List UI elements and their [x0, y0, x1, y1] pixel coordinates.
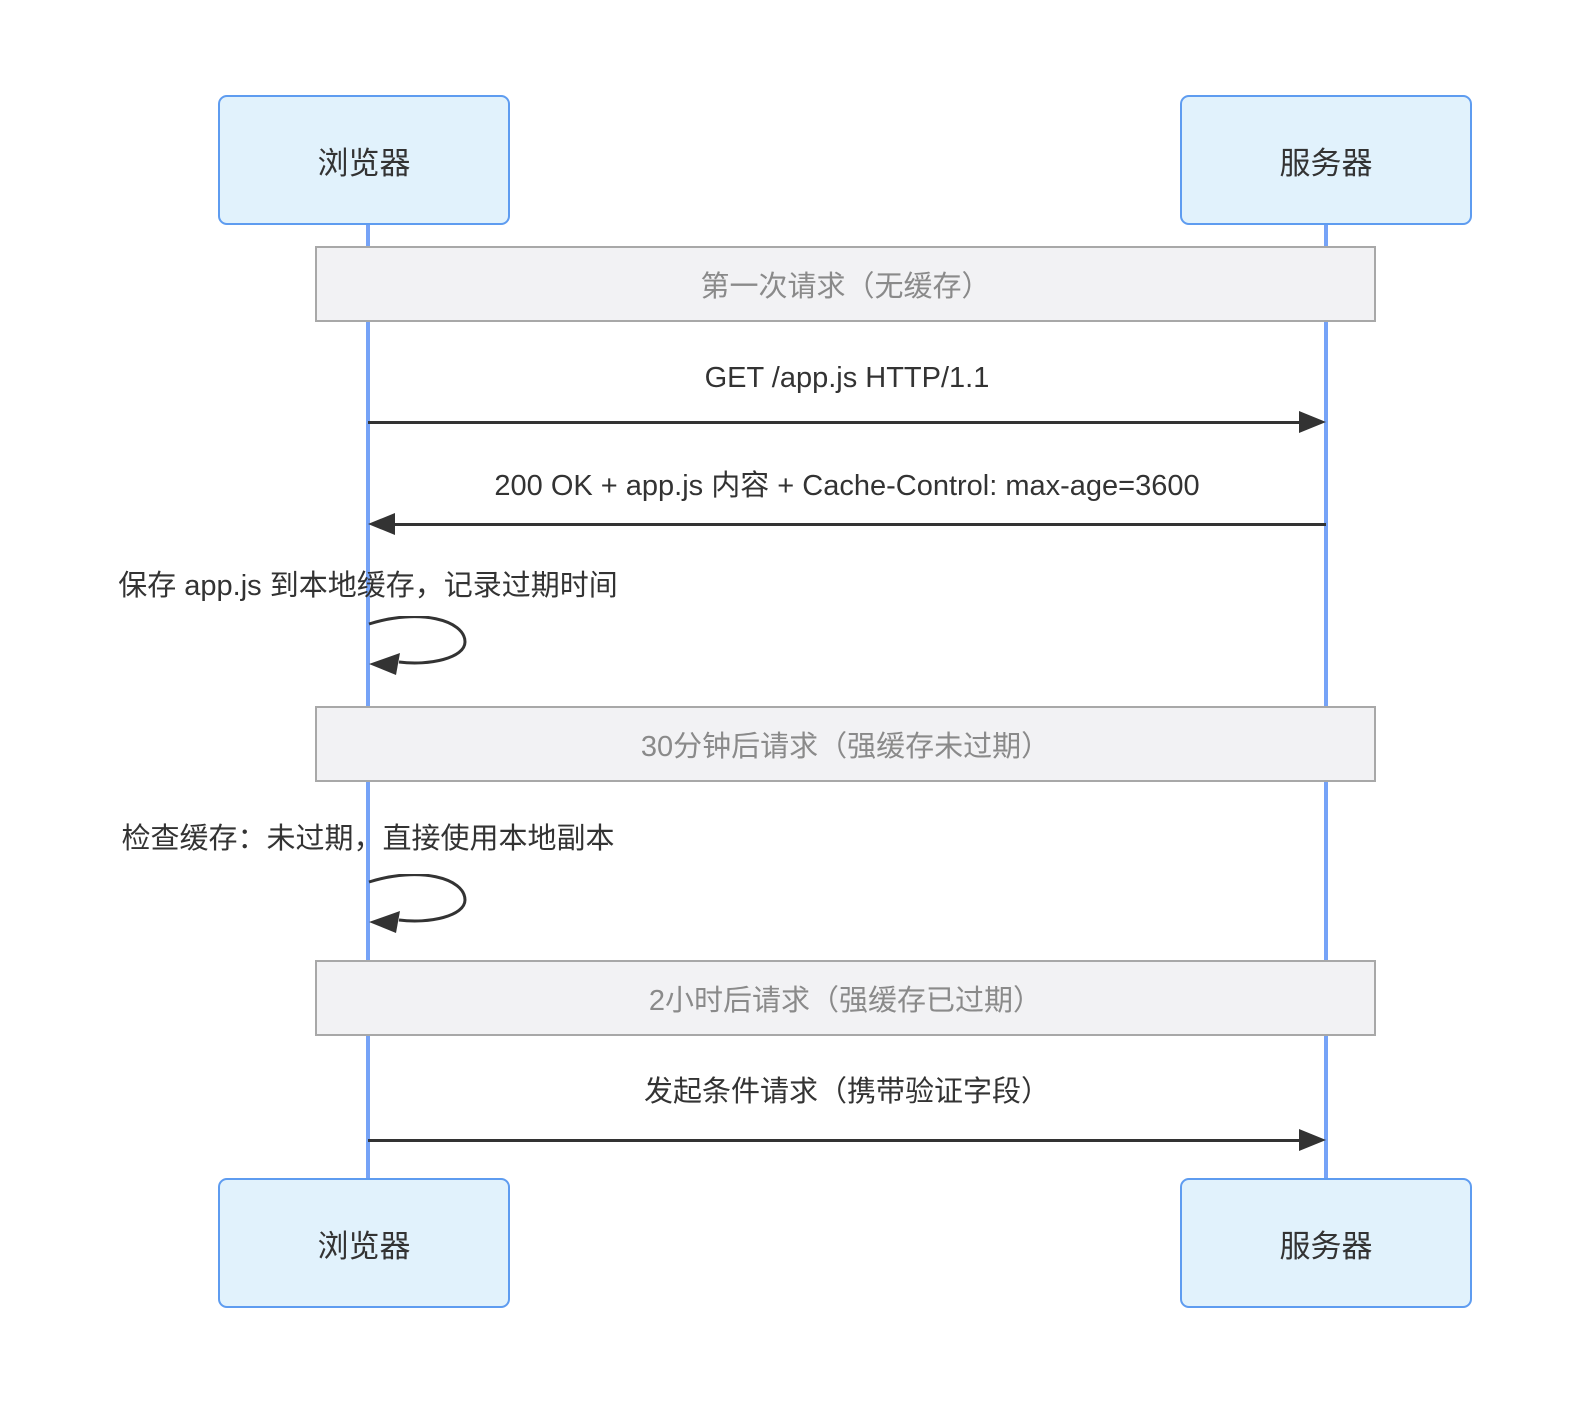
section-label: 30分钟后请求（强缓存未过期）	[640, 731, 1051, 763]
self-loop-icon	[368, 874, 467, 933]
lifeline-browser	[366, 225, 370, 1178]
message-arrow-conditional-request	[368, 1139, 1302, 1142]
message-label-get-request: GET /app.js HTTP/1.1	[704, 362, 990, 394]
self-message-label-save-cache: 保存 app.js 到本地缓存，记录过期时间	[118, 570, 618, 602]
arrowhead-left-icon	[368, 513, 395, 535]
actor-box-server-top: 服务器	[1180, 95, 1472, 225]
actor-label-browser: 浏览器	[317, 1228, 411, 1264]
actor-box-server-bottom: 服务器	[1180, 1178, 1472, 1308]
actor-label-browser: 浏览器	[317, 145, 411, 181]
section-band-30min-request: 30分钟后请求（强缓存未过期）	[315, 706, 1376, 782]
actor-box-browser-bottom: 浏览器	[218, 1178, 510, 1308]
message-label-conditional-request: 发起条件请求（携带验证字段）	[643, 1076, 1050, 1108]
actor-label-server: 服务器	[1279, 1228, 1373, 1264]
actor-label-server: 服务器	[1279, 145, 1373, 181]
self-loop-icon	[368, 616, 467, 675]
section-band-first-request: 第一次请求（无缓存）	[315, 246, 1376, 322]
message-label-200-response: 200 OK + app.js 内容 + Cache-Control: max-…	[494, 470, 1200, 502]
actor-box-browser-top: 浏览器	[218, 95, 510, 225]
section-label: 第一次请求（无缓存）	[700, 271, 991, 303]
message-arrow-get-request	[368, 421, 1302, 424]
section-label: 2小时后请求（强缓存已过期）	[648, 985, 1043, 1017]
arrowhead-right-icon	[1299, 1129, 1326, 1151]
lifeline-server	[1324, 225, 1328, 1178]
self-message-label-check-cache: 检查缓存：未过期，直接使用本地副本	[121, 823, 615, 855]
arrowhead-right-icon	[1299, 411, 1326, 433]
section-band-2hour-request: 2小时后请求（强缓存已过期）	[315, 960, 1376, 1036]
message-arrow-200-response	[394, 523, 1326, 526]
